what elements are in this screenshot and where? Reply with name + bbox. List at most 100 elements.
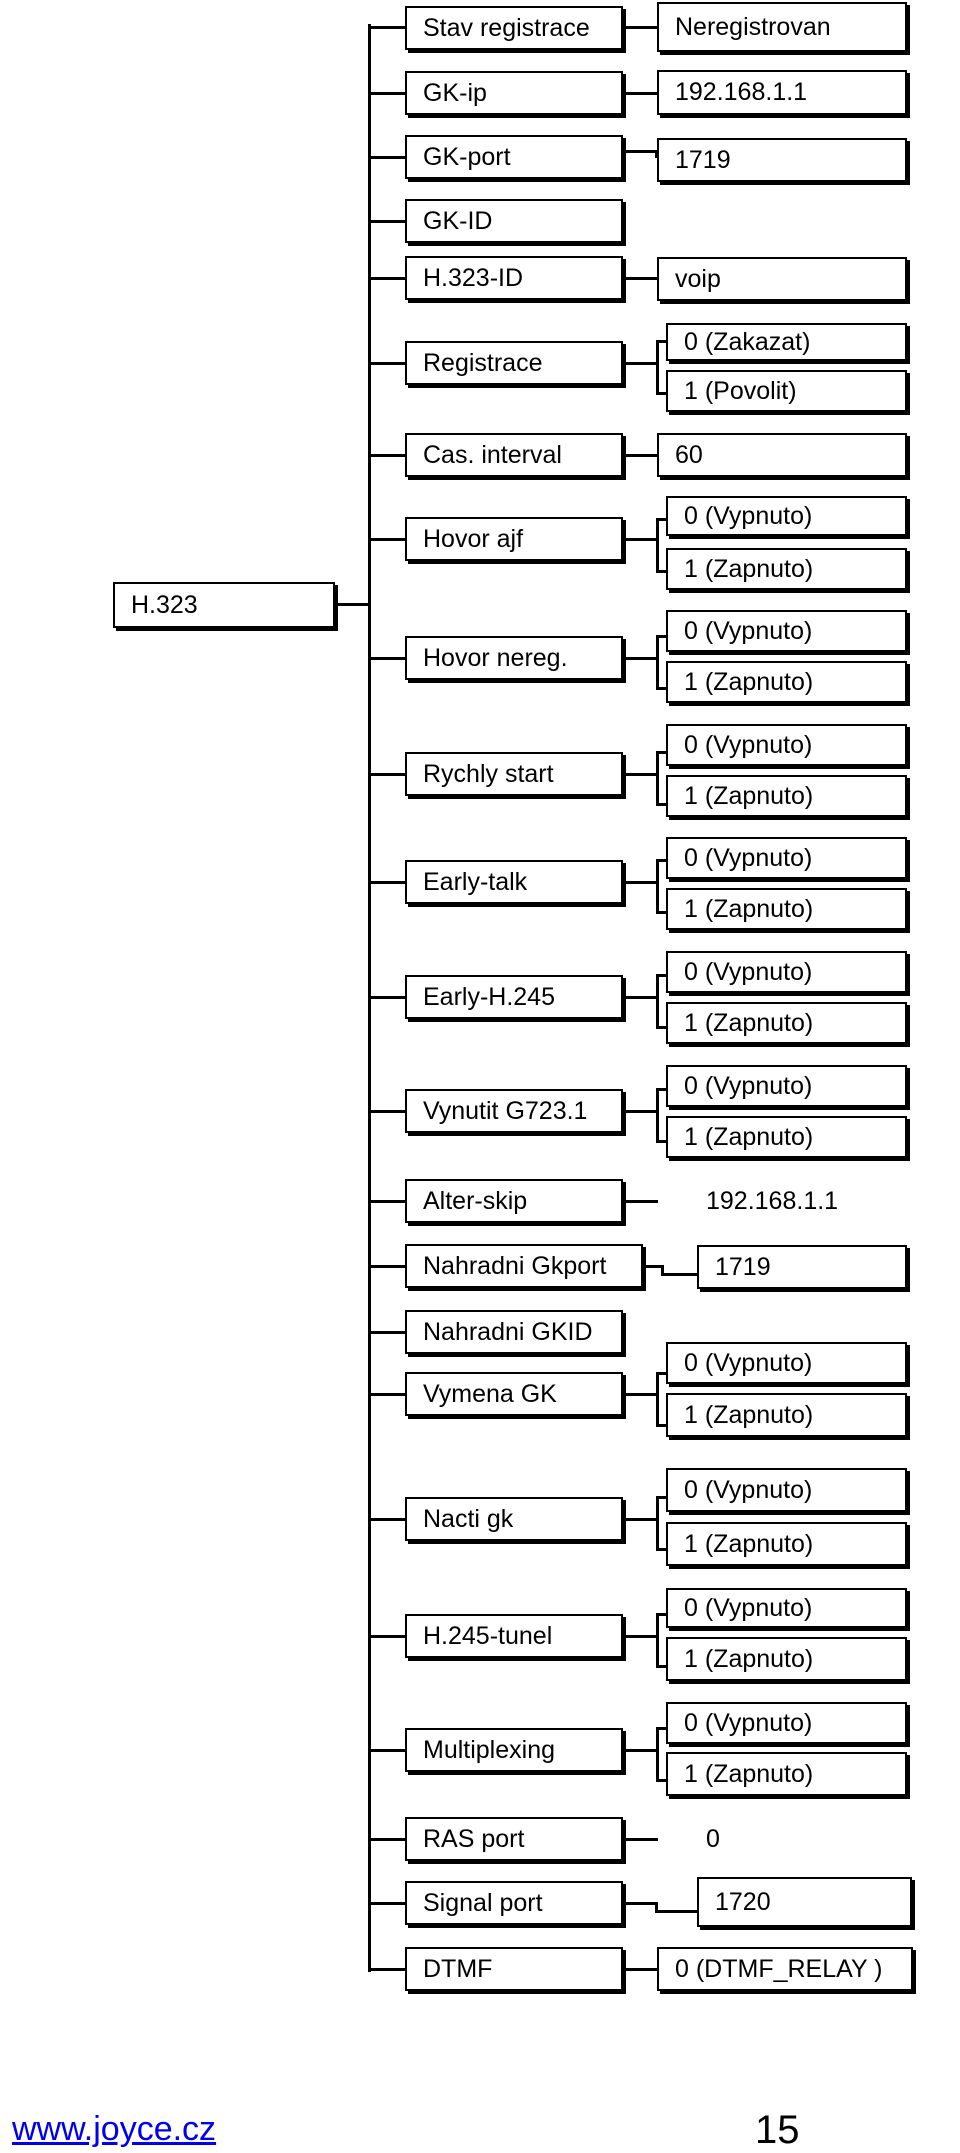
label-connector-line (369, 1635, 405, 1638)
option-connector-line (656, 751, 666, 754)
label-connector-line (369, 773, 405, 776)
option-hovor-nereg-1: 1 (Zapnuto) (666, 661, 907, 703)
label-connector-line (369, 1200, 405, 1203)
label-connector-line (369, 220, 405, 223)
option-connector-line (656, 1613, 659, 1668)
option-connector-line (656, 340, 659, 395)
option-registrace-1: 1 (Povolit) (666, 370, 907, 412)
option-rychly-start-1: 1 (Zapnuto) (666, 775, 907, 817)
label-connector-line (369, 26, 405, 29)
option-connector-line (656, 1372, 659, 1427)
label-connector-line (369, 1331, 405, 1334)
option-connector-line (623, 1518, 658, 1521)
value-nahradni-gkport: 1719 (697, 1245, 907, 1289)
option-nacti-gk-1: 1 (Zapnuto) (666, 1522, 907, 1566)
root-node: H.323 (113, 582, 335, 628)
label-stav-registrace: Stav registrace (405, 6, 623, 50)
value-connector-line (623, 1838, 658, 1841)
option-connector-line (656, 1727, 666, 1730)
page-number: 15 (755, 2108, 800, 2152)
label-registrace: Registrace (405, 341, 623, 385)
option-connector-line (656, 1088, 659, 1143)
label-connector-line (369, 1518, 405, 1521)
option-multiplexing-1: 1 (Zapnuto) (666, 1752, 907, 1796)
option-rychly-start-0: 0 (Vypnuto) (666, 724, 907, 766)
label-gk-port: GK-port (405, 135, 623, 179)
label-rychly-start: Rychly start (405, 752, 623, 796)
option-connector-line (656, 859, 659, 914)
option-connector-line (623, 1749, 658, 1752)
option-connector-line (623, 1110, 658, 1113)
option-connector-line (623, 538, 658, 541)
option-registrace-0: 0 (Zakazat) (666, 323, 907, 361)
option-connector-line (656, 1548, 666, 1551)
option-connector-line (656, 1613, 666, 1616)
label-hovor-ajf: Hovor ajf (405, 517, 623, 561)
option-nacti-gk-0: 0 (Vypnuto) (666, 1468, 907, 1512)
label-connector-line (369, 657, 405, 660)
label-dtmf: DTMF (405, 1947, 623, 1991)
label-nacti-gk: Nacti gk (405, 1497, 623, 1541)
option-connector-line (656, 1372, 666, 1375)
value-connector-line (623, 1200, 658, 1203)
value-gk-ip: 192.168.1.1 (657, 70, 907, 115)
value-signal-port: 1720 (697, 1877, 912, 1927)
option-vynutit-g7231-0: 0 (Vypnuto) (666, 1065, 907, 1107)
value-ras-port: 0 (706, 1825, 720, 1853)
option-connector-line (656, 687, 666, 690)
value-connector-line (623, 1902, 658, 1905)
option-hovor-ajf-0: 0 (Vypnuto) (666, 496, 907, 536)
value-connector-line (623, 150, 658, 153)
value-connector-line (623, 454, 658, 457)
option-connector-line (623, 881, 658, 884)
value-alter-skip: 192.168.1.1 (706, 1187, 839, 1215)
label-connector-line (369, 1110, 405, 1113)
option-vymena-gk-1: 1 (Zapnuto) (666, 1393, 907, 1437)
label-connector-line (369, 538, 405, 541)
option-connector-line (623, 773, 658, 776)
option-connector-line (623, 996, 658, 999)
option-connector-line (656, 1779, 666, 1782)
label-early-h245: Early-H.245 (405, 975, 623, 1019)
label-connector-line (369, 1749, 405, 1752)
label-signal-port: Signal port (405, 1881, 623, 1925)
value-connector-line (655, 1902, 658, 1912)
option-connector-line (656, 392, 666, 395)
label-connector-line (369, 92, 405, 95)
value-connector-line (655, 1910, 698, 1913)
option-connector-line (656, 974, 666, 977)
option-connector-line (656, 518, 666, 521)
label-h245-tunel: H.245-tunel (405, 1614, 623, 1658)
option-connector-line (656, 340, 666, 343)
value-connector-line (623, 1968, 658, 1971)
label-nahradni-gkport: Nahradni Gkport (405, 1244, 643, 1288)
root-connector-line (335, 603, 369, 606)
label-multiplexing: Multiplexing (405, 1728, 623, 1772)
option-connector-line (623, 362, 658, 365)
option-early-h245-1: 1 (Zapnuto) (666, 1002, 907, 1044)
value-connector-line (661, 1265, 664, 1275)
label-nahradni-gkid: Nahradni GKID (405, 1310, 623, 1354)
footer-website-link[interactable]: www.joyce.cz (12, 2110, 217, 2148)
option-connector-line (656, 1727, 659, 1782)
label-connector-line (369, 277, 405, 280)
label-connector-line (369, 1393, 405, 1396)
label-alter-skip: Alter-skip (405, 1179, 623, 1223)
option-connector-line (656, 974, 659, 1029)
label-ras-port: RAS port (405, 1817, 623, 1861)
option-connector-line (656, 518, 659, 573)
option-hovor-ajf-1: 1 (Zapnuto) (666, 548, 907, 590)
value-connector-line (655, 150, 658, 158)
option-connector-line (656, 1496, 666, 1499)
label-cas-interval: Cas. interval (405, 433, 623, 477)
option-h245-tunel-0: 0 (Vypnuto) (666, 1588, 907, 1628)
label-h323-id: H.323-ID (405, 256, 623, 300)
option-vymena-gk-0: 0 (Vypnuto) (666, 1342, 907, 1384)
option-connector-line (623, 657, 658, 660)
option-connector-line (656, 635, 666, 638)
label-connector-line (369, 362, 405, 365)
label-connector-line (369, 1968, 405, 1971)
label-connector-line (369, 996, 405, 999)
option-hovor-nereg-0: 0 (Vypnuto) (666, 610, 907, 652)
value-connector-line (623, 277, 658, 280)
